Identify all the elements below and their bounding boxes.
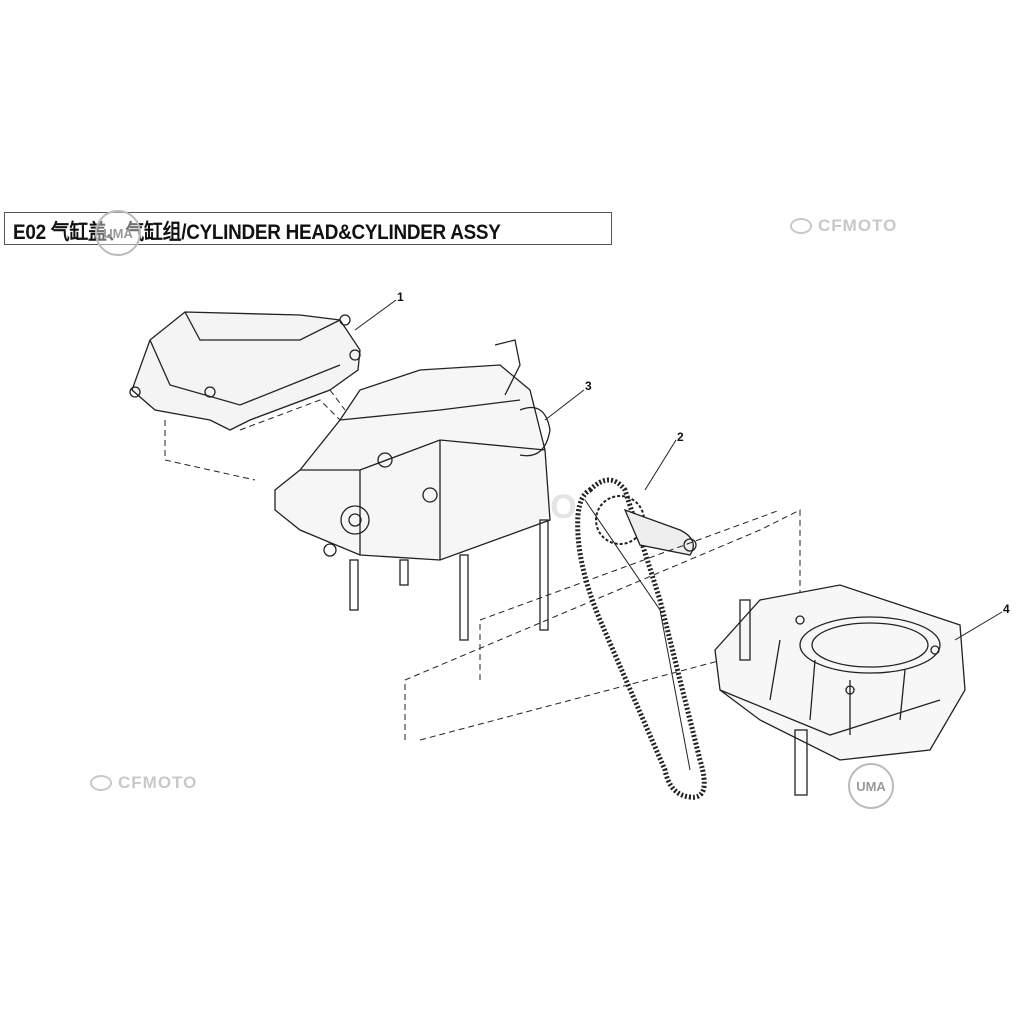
callout-3: 3 (585, 379, 592, 393)
cylinder-head-cover (129, 311, 361, 431)
cfmoto-text: CFMOTO (118, 773, 198, 792)
cfmoto-text: CFMOTO (818, 216, 898, 235)
cylinder-head (274, 339, 551, 641)
cfmoto-logo-icon (790, 218, 812, 234)
cfmoto-watermark: CFMOTO (90, 773, 197, 793)
cfmoto-logo-icon (90, 775, 112, 791)
uma-text: UMA (856, 778, 886, 794)
cfmoto-watermark: CFMOTO (790, 216, 897, 236)
uma-text: UMA (103, 225, 133, 241)
callout-1: 1 (397, 290, 404, 304)
camshaft-sprocket (595, 495, 697, 556)
uma-watermark: UMA (95, 210, 141, 256)
timing-chain (575, 477, 707, 800)
cylinder-block (714, 584, 966, 796)
callout-2: 2 (677, 430, 684, 444)
uma-watermark: UMA (848, 763, 894, 809)
callout-4: 4 (1003, 602, 1010, 616)
